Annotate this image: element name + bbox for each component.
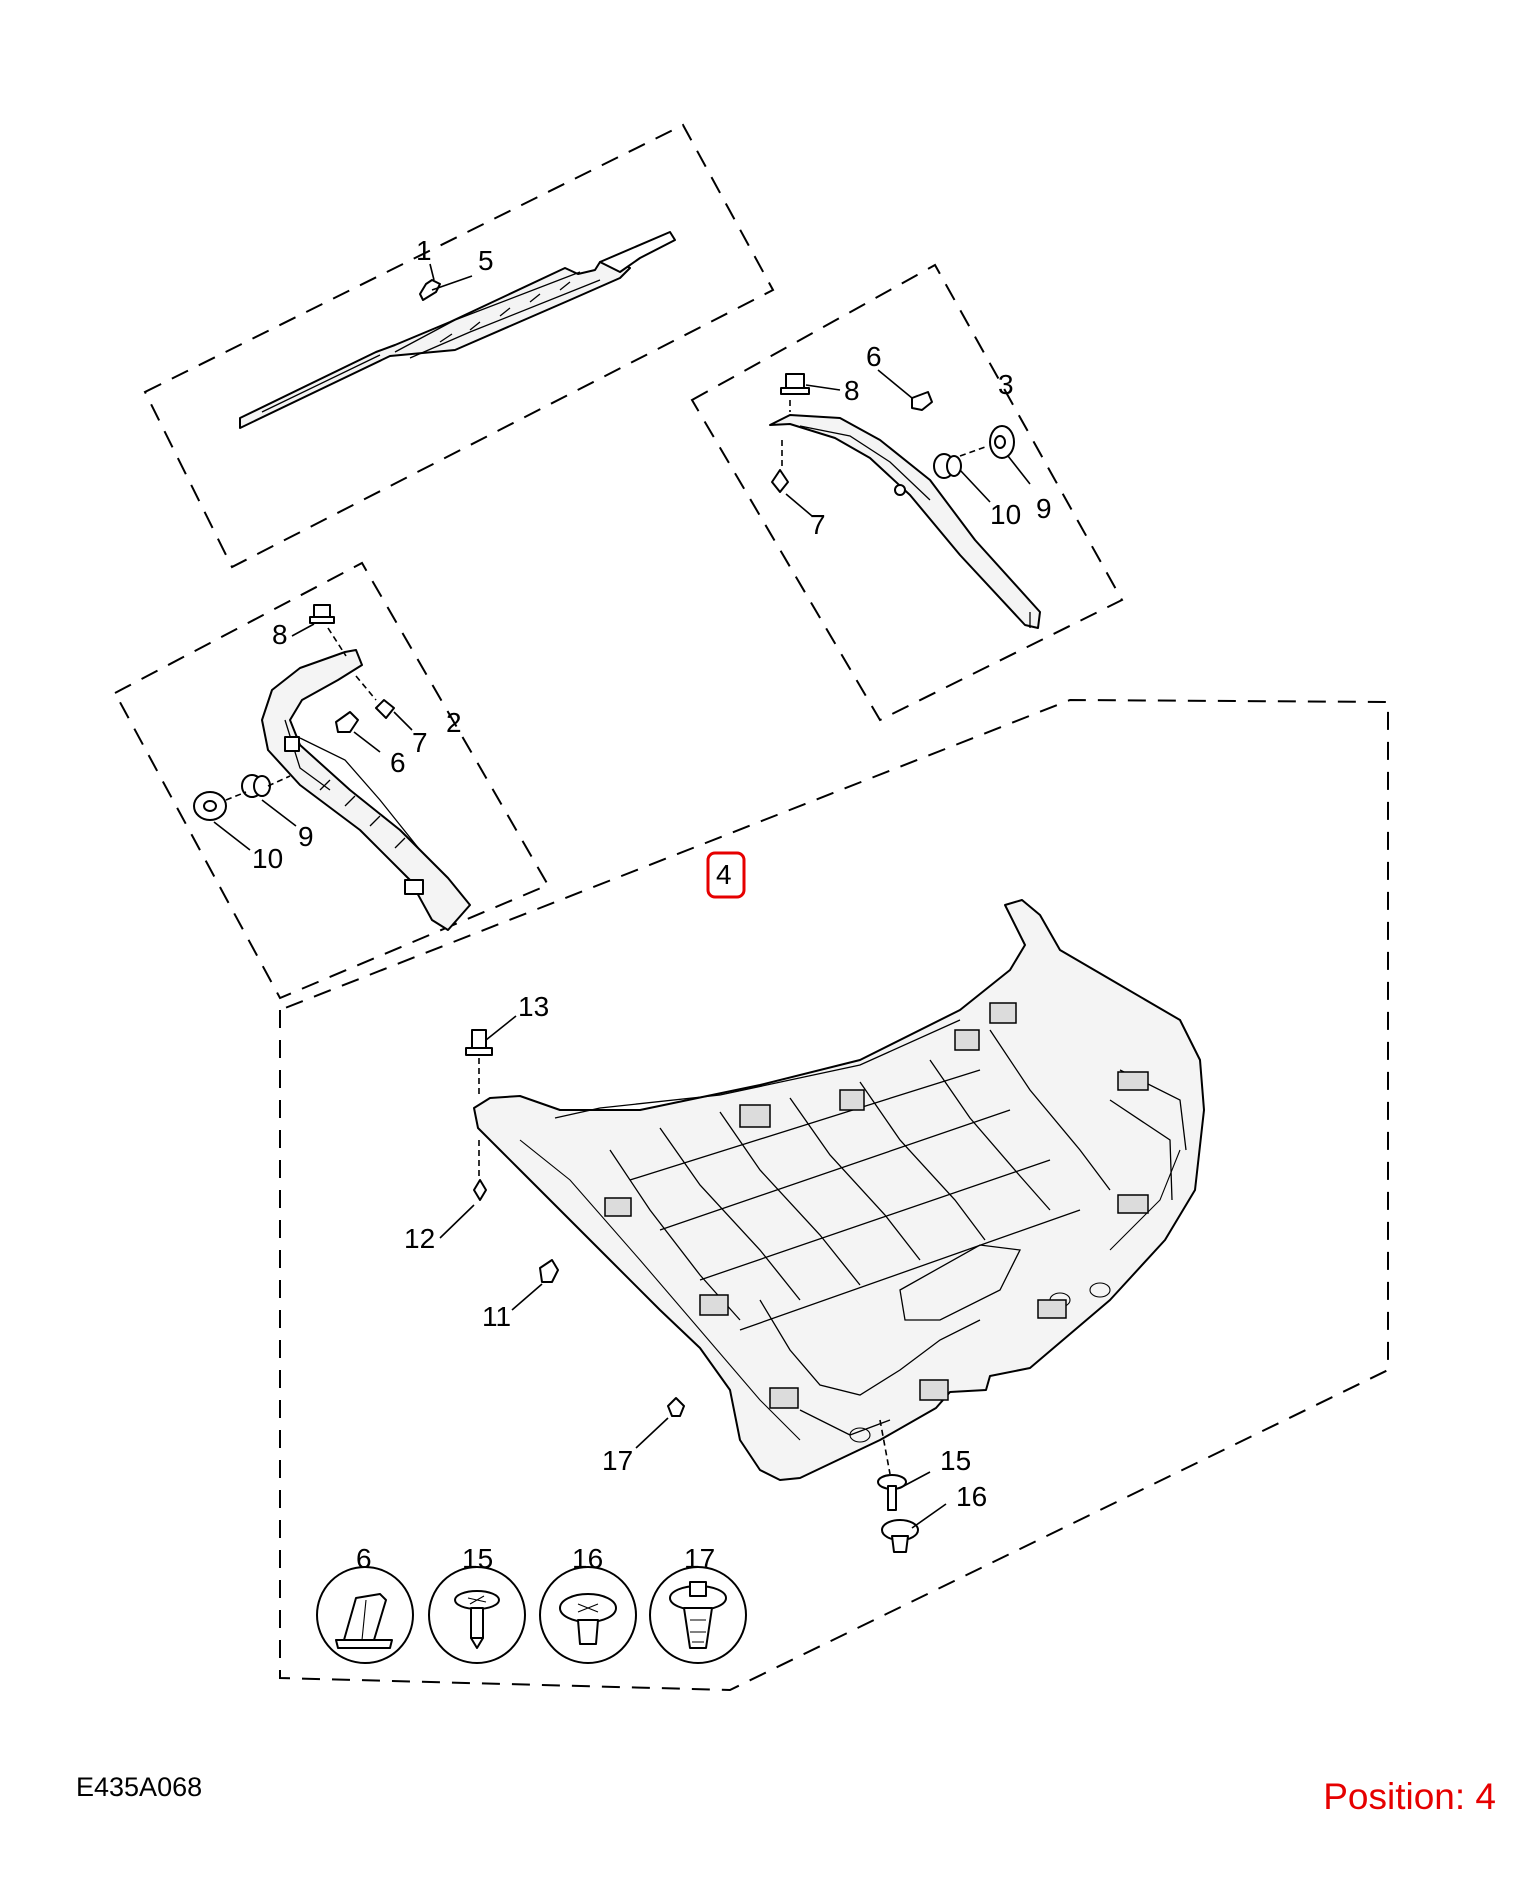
group-2-boundary [113,561,550,1000]
push-clip-icon [669,1581,727,1649]
callout-11[interactable]: 11 [482,1301,511,1332]
callout-1[interactable]: 1 [416,235,432,266]
callout-12[interactable]: 12 [404,1223,435,1254]
part-17-push-clip[interactable] [635,1397,685,1449]
part-9-grommet-left[interactable] [241,774,297,827]
detail-inset-16: 16 [539,1543,637,1664]
part-7-pin-right[interactable] [771,440,813,517]
part-10-grommet-right[interactable] [933,453,991,503]
part-13-stud[interactable] [465,1015,517,1098]
liftgate-trim-panel[interactable] [473,899,1205,1481]
part-9-washer-right[interactable] [959,425,1031,485]
bolt-head-icon [559,1593,617,1645]
callout-3[interactable]: 3 [998,369,1014,400]
callout-13[interactable]: 13 [518,991,549,1022]
group-1-boundary [143,123,775,569]
callout-8-right[interactable]: 8 [844,375,860,406]
callout-16[interactable]: 16 [956,1481,987,1512]
part-8-fastener-right[interactable] [780,373,841,412]
part-11-clip[interactable] [511,1259,559,1311]
upper-trim-panel[interactable] [239,231,676,429]
group-3-boundary [690,263,1124,722]
callout-2[interactable]: 2 [446,707,462,738]
callout-5[interactable]: 5 [478,245,494,276]
callout-4-highlight[interactable] [706,851,746,899]
position-label: Position: 4 [1323,1776,1496,1817]
callout-7-left[interactable]: 7 [412,727,428,758]
diagram-code: E435A068 [76,1772,203,1802]
part-6-clip-left[interactable] [335,711,381,753]
callout-8-left[interactable]: 8 [272,619,288,650]
part-7-pin-left[interactable] [355,675,413,731]
callout-15[interactable]: 15 [940,1445,971,1476]
trim-clip-icon [335,1593,393,1649]
screw-icon [454,1590,500,1649]
part-5-clip[interactable] [419,275,473,301]
detail-inset-17: 17 [649,1543,747,1664]
callout-9-left[interactable]: 9 [298,821,314,852]
callout-7-right[interactable]: 7 [810,509,826,540]
callout-10-right[interactable]: 10 [990,499,1021,530]
part-16-bolt[interactable] [881,1503,947,1553]
detail-inset-6: 6 [316,1543,414,1664]
callout-6-left[interactable]: 6 [390,747,406,778]
group-4-boundary [279,698,1389,1692]
part-12-pin[interactable] [439,1140,487,1239]
part-8-fastener-left[interactable] [309,604,347,657]
part-10-washer-left[interactable] [193,791,251,851]
callout-4[interactable]: 4 [716,859,732,890]
part-6-clip-right[interactable] [911,391,933,411]
callout-9-right[interactable]: 9 [1036,493,1052,524]
callout-6-right[interactable]: 6 [866,341,882,372]
left-pillar-trim[interactable] [261,649,471,931]
right-pillar-trim[interactable] [769,414,1041,629]
detail-inset-15: 15 [428,1543,526,1664]
part-15-screw[interactable] [877,1419,931,1511]
callout-17[interactable]: 17 [602,1445,633,1476]
callout-10-left[interactable]: 10 [252,843,283,874]
